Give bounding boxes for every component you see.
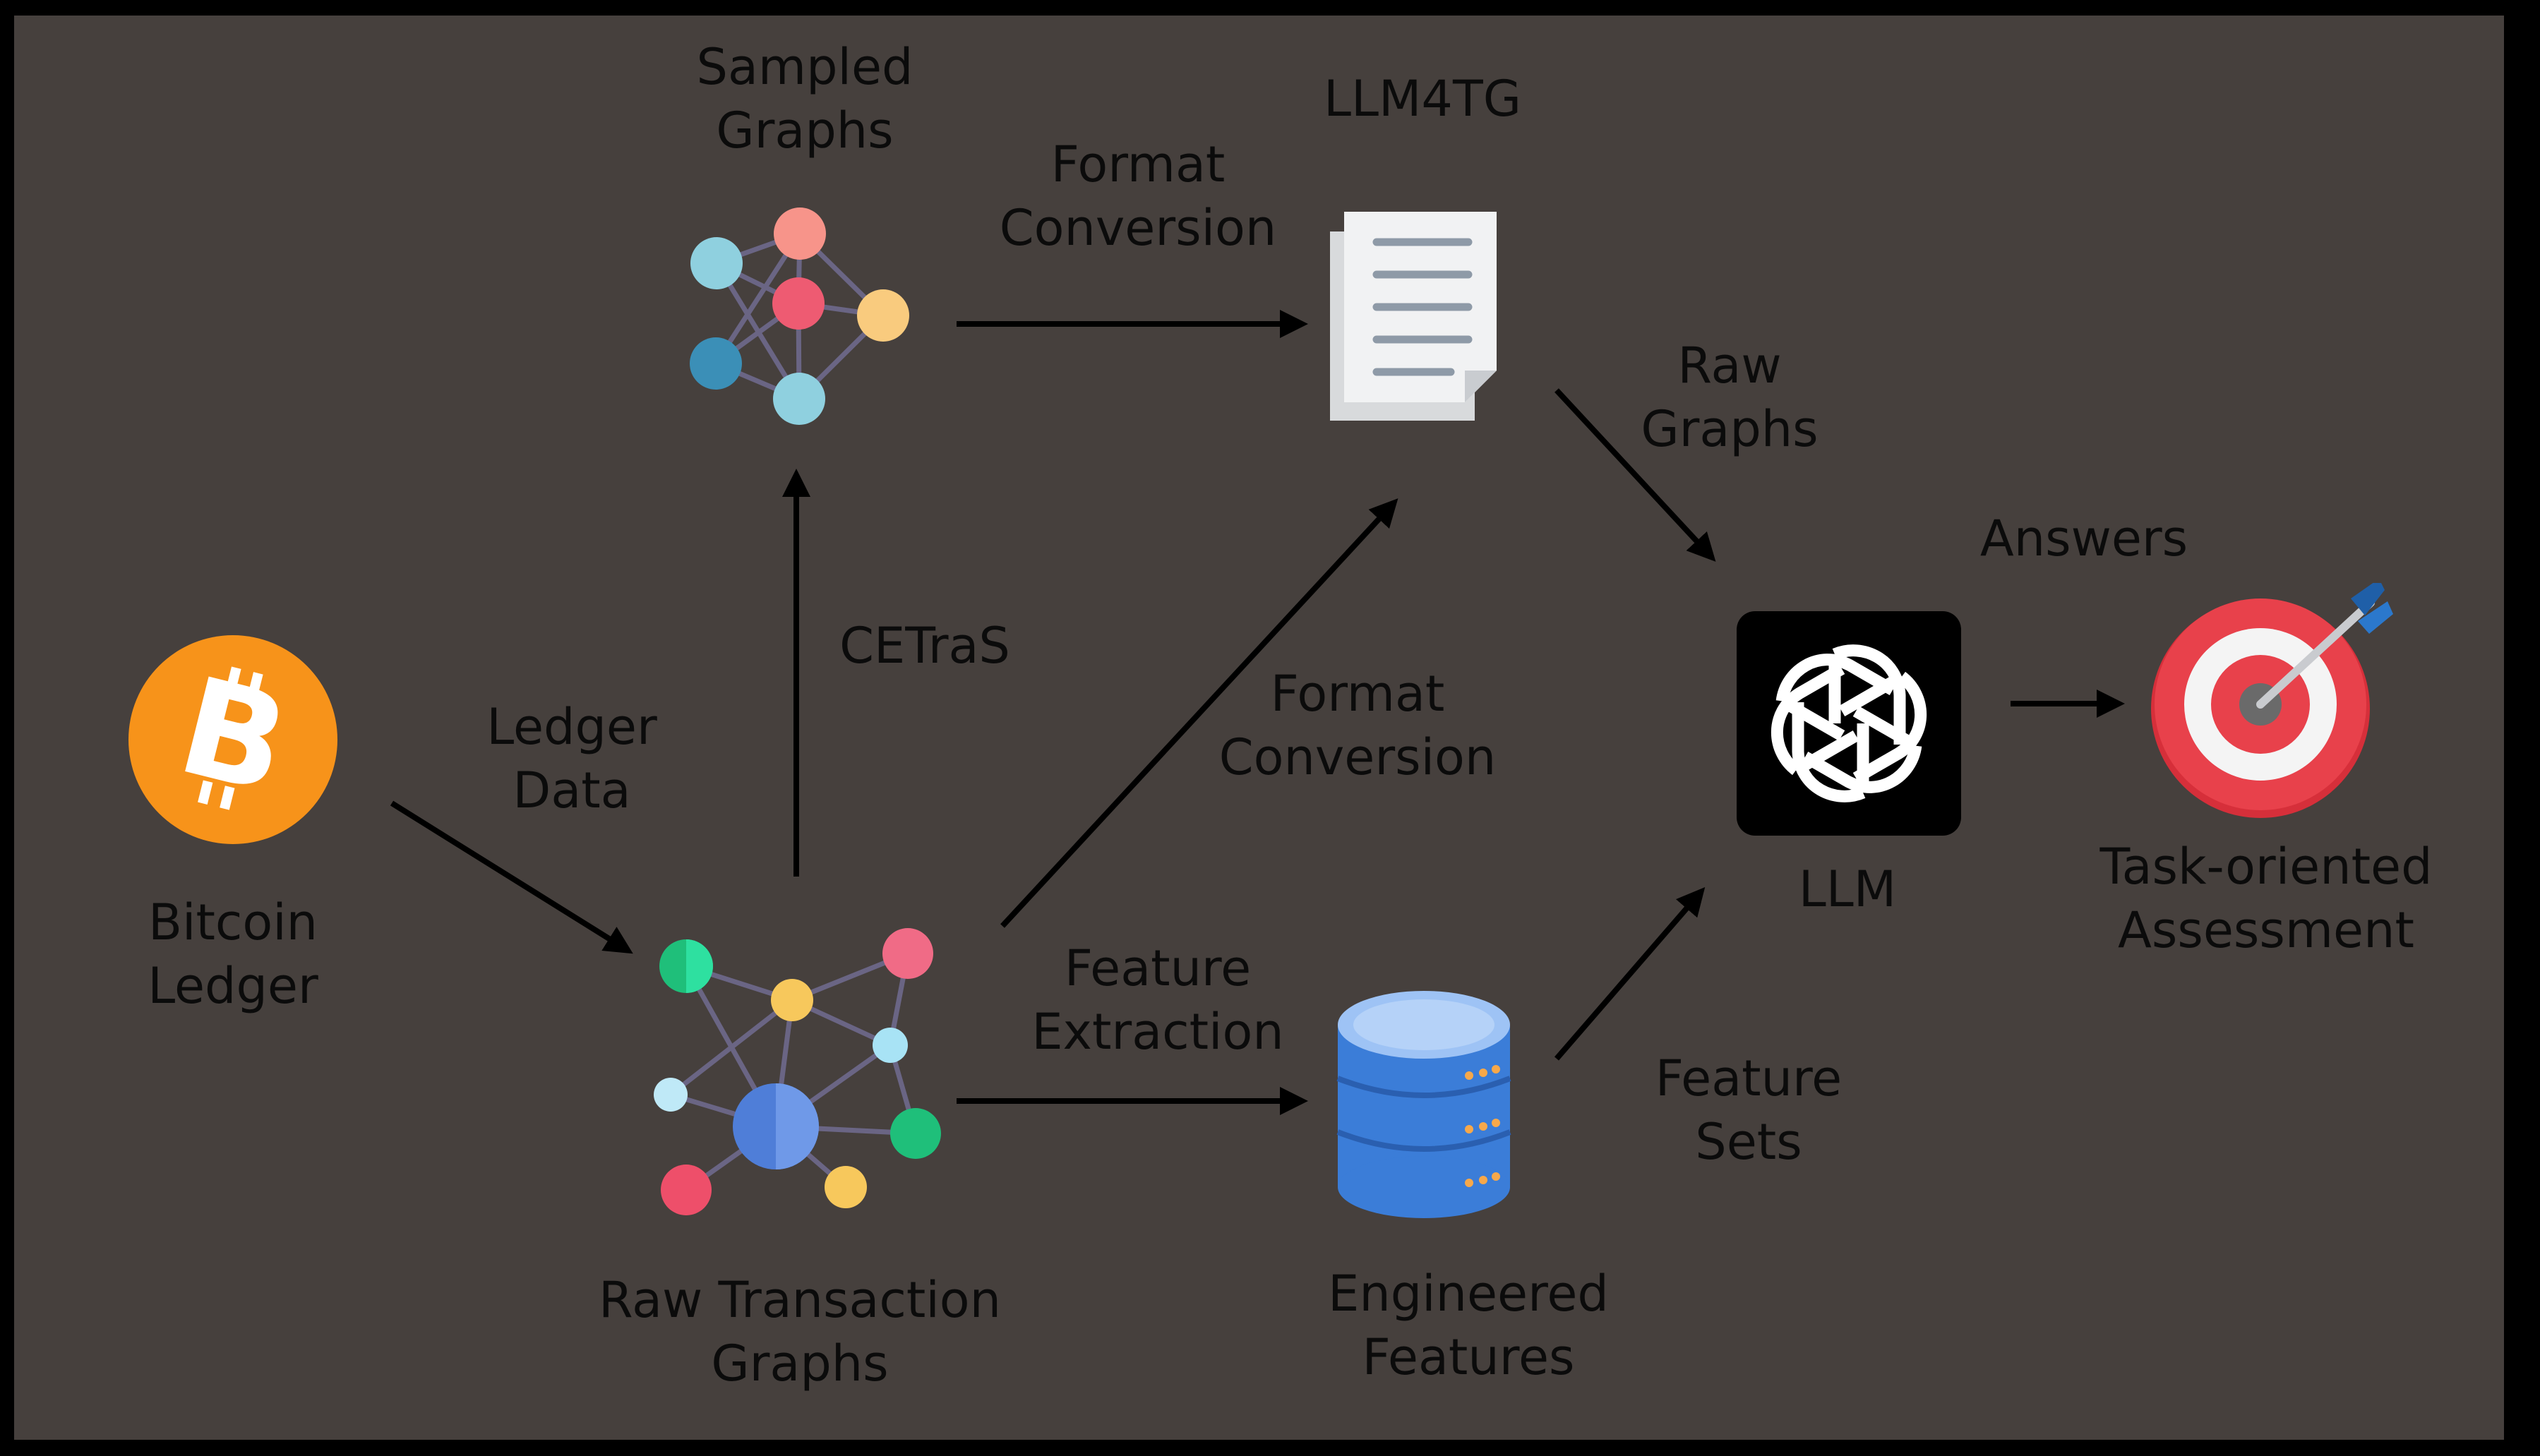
node-label-llm: LLM [1798,860,1897,918]
edge-label-cetras: CETraS [839,617,1010,675]
document-icon [1330,212,1497,421]
arrow-database-to-llm [1554,886,1706,1061]
arrow-ledger-to-raw [390,800,633,954]
network-graph-icon [654,928,941,1215]
sampled-graph-icon [690,207,909,425]
bitcoin-icon: B [128,635,337,844]
openai-logo-icon [1737,611,1961,836]
diagram-title: LLM4TG [1324,70,1521,128]
arrow-raw-to-document [1000,498,1398,928]
arrow-document-to-llm [1554,388,1716,562]
edge-label-answers: Answers [1979,510,2188,567]
database-icon [1336,991,1511,1218]
target-icon [2151,583,2393,818]
diagram-panel [14,16,2504,1440]
